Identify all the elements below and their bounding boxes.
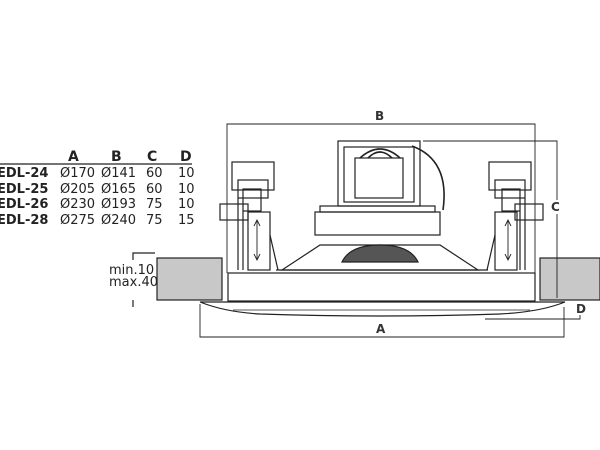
adjust-arrow-icon xyxy=(504,218,512,262)
cable xyxy=(411,145,445,211)
dimension-b-line xyxy=(226,123,536,273)
row-a: Ø275 xyxy=(60,213,96,228)
row-c: 75 xyxy=(146,213,163,228)
ceiling-max-label: max.40 xyxy=(109,275,158,290)
adjust-arrow-icon xyxy=(253,218,261,262)
col-header-a: A xyxy=(68,149,79,165)
row-a: Ø205 xyxy=(60,182,96,197)
row-b: Ø165 xyxy=(101,182,137,197)
col-header-d: D xyxy=(180,149,192,165)
ceiling-right xyxy=(539,257,600,301)
dust-cap xyxy=(341,244,419,263)
row-model: EDL-28 xyxy=(0,213,49,228)
row-c: 75 xyxy=(146,197,163,212)
mounting-clip-left xyxy=(219,161,279,271)
magnet-housing xyxy=(337,140,421,207)
row-model: EDL-24 xyxy=(0,166,49,181)
transformer xyxy=(354,157,404,199)
ceiling-left xyxy=(156,257,223,301)
dimension-b-label: B xyxy=(375,109,385,123)
row-d: 15 xyxy=(178,213,195,228)
dimension-c-label: C xyxy=(551,200,560,214)
dimension-a-line xyxy=(199,304,565,338)
thickness-bracket xyxy=(132,252,155,307)
row-b: Ø193 xyxy=(101,197,137,212)
basket-ring xyxy=(314,211,441,236)
grille-lip xyxy=(199,301,566,317)
bezel-frame xyxy=(227,272,536,302)
row-b: Ø240 xyxy=(101,213,137,228)
row-c: 60 xyxy=(146,182,163,197)
row-c: 60 xyxy=(146,166,163,181)
row-d: 10 xyxy=(178,166,195,181)
col-header-b: B xyxy=(111,149,122,165)
mounting-clip-right xyxy=(486,161,544,271)
dimension-d-label: D xyxy=(576,302,586,316)
ceiling-min-label: min.10 xyxy=(109,263,155,278)
dimension-c-line xyxy=(423,140,558,298)
row-d: 10 xyxy=(178,197,195,212)
row-b: Ø141 xyxy=(101,166,137,181)
dimension-d-line xyxy=(485,315,581,320)
row-model: EDL-25 xyxy=(0,182,49,197)
row-a: Ø230 xyxy=(60,197,96,212)
row-model: EDL-26 xyxy=(0,197,49,212)
row-d: 10 xyxy=(178,182,195,197)
col-header-c: C xyxy=(147,149,158,165)
row-a: Ø170 xyxy=(60,166,96,181)
dimension-a-label: A xyxy=(376,322,386,336)
